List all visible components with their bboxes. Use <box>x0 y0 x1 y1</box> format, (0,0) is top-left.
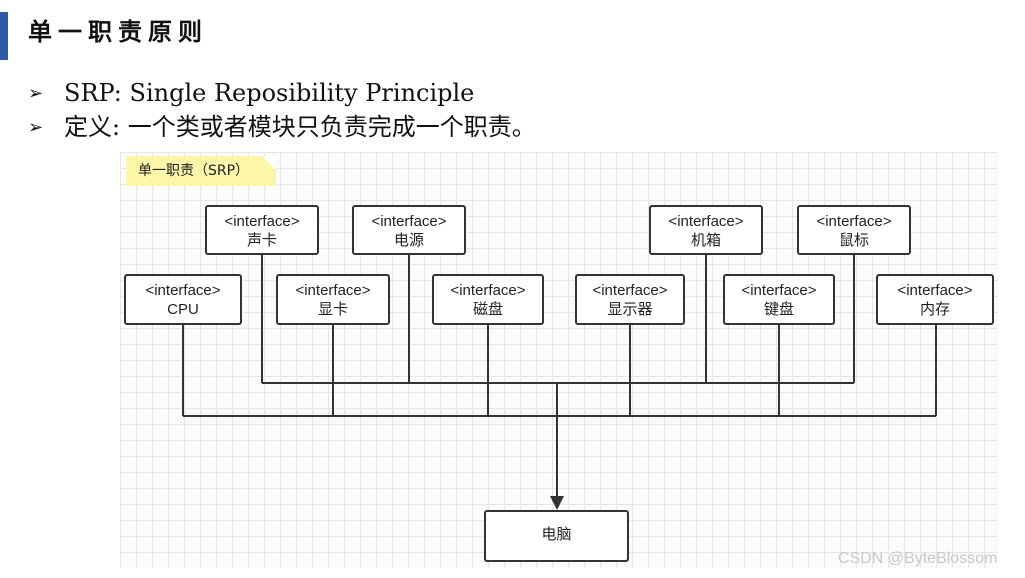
watermark: CSDN @ByteBlossom <box>838 550 998 567</box>
bullet-arrow-icon: ➢ <box>28 83 44 104</box>
box-memory: <interface> 内存 <box>876 274 994 325</box>
stereotype-label: <interface> <box>592 282 668 299</box>
box-label: 显示器 <box>607 301 653 318</box>
bullet-srp: ➢ SRP: Single Reposibility Principle <box>28 78 474 109</box>
sticky-note-fold <box>262 156 276 170</box>
box-computer: 电脑 <box>484 510 629 562</box>
stereotype-label: <interface> <box>816 213 892 230</box>
title-accent-bar <box>0 12 8 60</box>
box-chassis: <interface> 机箱 <box>649 205 763 255</box>
stereotype-label: <interface> <box>224 213 300 230</box>
stereotype-label: <interface> <box>668 213 744 230</box>
stereotype-label: <interface> <box>897 282 973 299</box>
arrow-head-icon <box>550 496 564 510</box>
bullet-srp-text: SRP: Single Reposibility Principle <box>64 79 475 107</box>
bullet-definition-text: 定义: 一个类或者模块只负责完成一个职责。 <box>64 113 536 141</box>
box-label: 电源 <box>393 232 424 249</box>
bullet-definition: ➢ 定义: 一个类或者模块只负责完成一个职责。 <box>28 112 536 143</box>
stereotype-label: <interface> <box>741 282 817 299</box>
box-label: 内存 <box>919 301 950 318</box>
stereotype-label: <interface> <box>450 282 526 299</box>
box-monitor: <interface> 显示器 <box>575 274 685 325</box>
page-title: 单一职责原则 <box>28 17 208 46</box>
stereotype-label: <interface> <box>295 282 371 299</box>
stereotype-label: <interface> <box>145 282 221 299</box>
box-label: CPU <box>167 301 199 318</box>
box-power: <interface> 电源 <box>352 205 466 255</box>
box-label: 磁盘 <box>472 301 503 318</box>
bullet-arrow-icon: ➢ <box>28 117 44 138</box>
box-label: 键盘 <box>763 301 794 318</box>
box-disk: <interface> 磁盘 <box>432 274 544 325</box>
sticky-note-srp: 单一职责（SRP） <box>126 156 276 186</box>
box-label: 显卡 <box>317 301 348 318</box>
box-label: 声卡 <box>246 232 277 249</box>
box-cpu: <interface> CPU <box>124 274 242 325</box>
box-graphics-card: <interface> 显卡 <box>276 274 390 325</box>
box-label: 机箱 <box>690 232 721 249</box>
stereotype-label: <interface> <box>371 213 447 230</box>
box-label: 鼠标 <box>838 232 869 249</box>
box-sound-card: <interface> 声卡 <box>205 205 319 255</box>
box-keyboard: <interface> 键盘 <box>723 274 835 325</box>
box-mouse: <interface> 鼠标 <box>797 205 911 255</box>
